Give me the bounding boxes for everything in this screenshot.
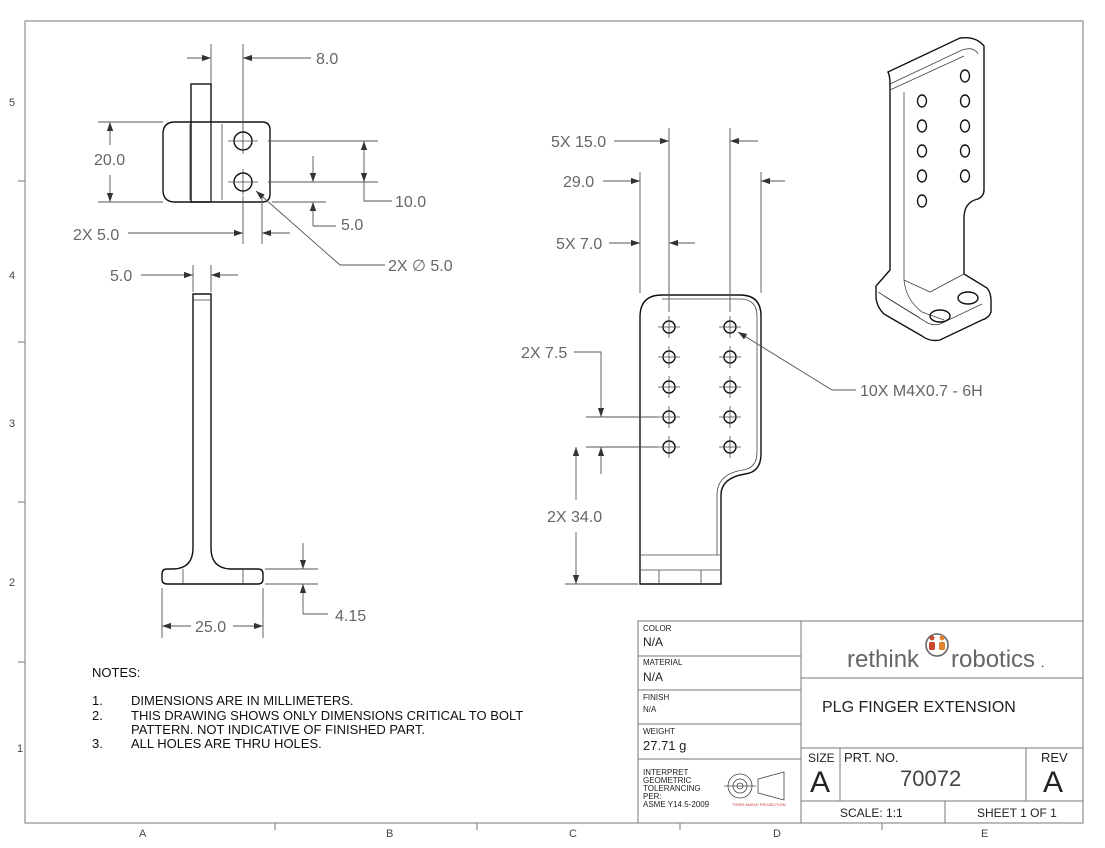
logo-text-right: robotics <box>951 646 1035 673</box>
company-logo: rethink robotics . <box>847 633 1044 673</box>
revision-value: A <box>1043 766 1063 799</box>
logo-mark-icon <box>925 633 949 657</box>
tolerancing-line-2: GEOMETRIC <box>643 776 692 785</box>
zone-col-e: E <box>981 828 988 840</box>
weight-label: WEIGHT <box>643 727 675 736</box>
size-value: A <box>810 766 830 799</box>
color-value: N/A <box>643 635 663 649</box>
dim-5-0-vertical: 5.0 <box>341 217 363 234</box>
dim-25-0: 25.0 <box>195 619 226 636</box>
dim-2x-5-0: 2X 5.0 <box>73 227 119 244</box>
sheet-border <box>18 20 1084 830</box>
front-view-dims: 8.0 20.0 10.0 5.0 2X 5.0 2X ∅ 5.0 <box>73 44 453 275</box>
tolerancing-line-4: PER: <box>643 792 662 801</box>
revision-label: REV <box>1041 750 1068 765</box>
sheet-number: SHEET 1 OF 1 <box>977 806 1057 820</box>
tolerancing-line-3: TOLERANCING <box>643 784 701 793</box>
note-2-line-2: PATTERN. NOT INDICATIVE OF FINISHED PART… <box>131 722 425 737</box>
notes-section: NOTES: 1. DIMENSIONS ARE IN MILLIMETERS.… <box>92 665 523 751</box>
zone-row-5: 5 <box>9 97 15 109</box>
dim-29-0: 29.0 <box>563 174 594 191</box>
weight-value: 27.71 g <box>643 738 686 753</box>
note-1-line-1: DIMENSIONS ARE IN MILLIMETERS. <box>131 693 354 708</box>
zone-col-b: B <box>386 828 393 840</box>
note-2-line-1: THIS DRAWING SHOWS ONLY DIMENSIONS CRITI… <box>131 708 523 723</box>
note-3-number: 3. <box>92 736 103 751</box>
logo-dot: . <box>1041 656 1044 670</box>
finger-view <box>639 294 762 585</box>
zone-row-2: 2 <box>9 577 15 589</box>
side-view-dims: 5.0 25.0 4.15 <box>110 265 366 638</box>
note-1-number: 1. <box>92 693 103 708</box>
zone-labels: 5 4 3 2 1 A B C D E <box>9 97 988 840</box>
finish-label: FINISH <box>643 693 669 702</box>
tolerancing-line-5: ASME Y14.5-2009 <box>643 800 710 809</box>
finish-value: N/A <box>643 705 657 714</box>
zone-row-3: 3 <box>9 418 15 430</box>
isometric-view <box>875 36 992 342</box>
material-label: MATERIAL <box>643 658 683 667</box>
zone-col-a: A <box>139 828 147 840</box>
part-number-value: 70072 <box>900 766 961 791</box>
dim-5x-7-0: 5X 7.0 <box>556 236 602 253</box>
projection-label: THIRD ANGLE PROJECTION <box>732 802 786 807</box>
notes-heading: NOTES: <box>92 665 140 680</box>
note-2-number: 2. <box>92 708 103 723</box>
color-label: COLOR <box>643 624 672 633</box>
dim-10-0: 10.0 <box>395 194 426 211</box>
dim-hole-diameter: 2X ∅ 5.0 <box>388 258 453 275</box>
dim-2x-34-0: 2X 34.0 <box>547 509 602 526</box>
zone-col-c: C <box>569 828 577 840</box>
third-angle-projection-icon: THIRD ANGLE PROJECTION <box>724 771 786 807</box>
dim-20-0: 20.0 <box>94 152 125 169</box>
dim-4-15: 4.15 <box>335 608 366 625</box>
finger-view-dims: 5X 15.0 29.0 5X 7.0 2X 7.5 2X 34.0 10X M… <box>521 128 983 585</box>
zone-row-1: 1 <box>17 743 23 755</box>
dim-5x-15-0: 5X 15.0 <box>551 134 606 151</box>
dim-2x-7-5: 2X 7.5 <box>521 345 567 362</box>
side-view <box>161 293 264 585</box>
drawing-title: PLG FINGER EXTENSION <box>822 699 1016 716</box>
dim-thread-callout: 10X M4X0.7 - 6H <box>860 383 983 400</box>
zone-col-d: D <box>773 828 781 840</box>
material-value: N/A <box>643 670 663 684</box>
title-block: COLOR N/A MATERIAL N/A FINISH N/A WEIGHT… <box>637 620 1084 824</box>
dim-5-0: 5.0 <box>110 268 132 285</box>
logo-text-left: rethink <box>847 646 920 673</box>
finger-holes <box>658 316 741 458</box>
zone-row-4: 4 <box>9 270 15 282</box>
tolerancing-line-1: INTERPRET <box>643 768 688 777</box>
dim-8-0: 8.0 <box>316 51 338 68</box>
part-number-label: PRT. NO. <box>844 750 899 765</box>
scale-value: SCALE: 1:1 <box>840 806 903 820</box>
size-label: SIZE <box>808 751 835 765</box>
note-3-line-1: ALL HOLES ARE THRU HOLES. <box>131 736 322 751</box>
front-view <box>162 83 271 203</box>
